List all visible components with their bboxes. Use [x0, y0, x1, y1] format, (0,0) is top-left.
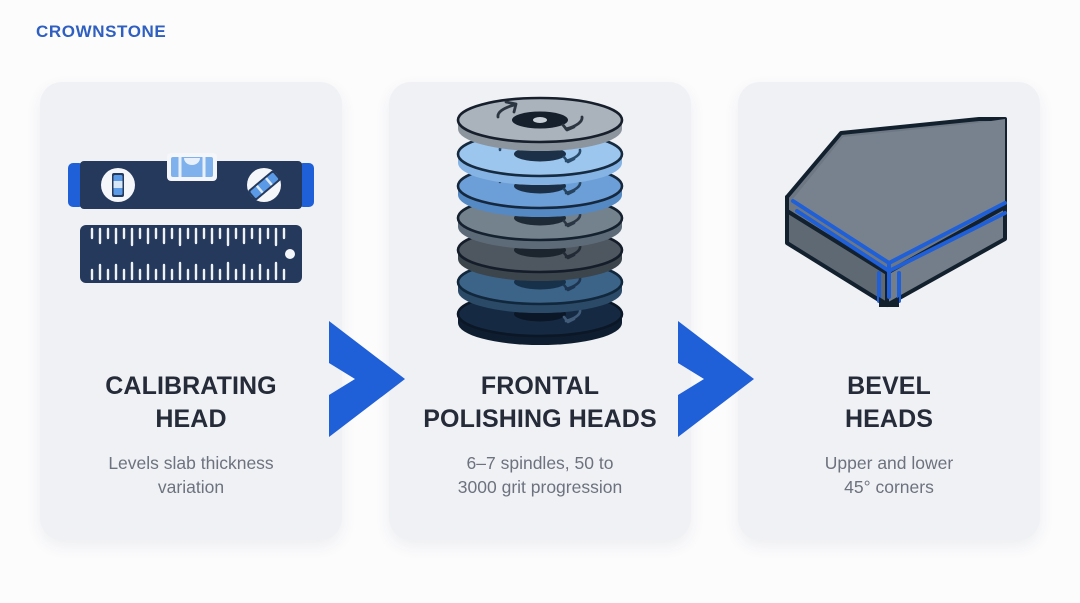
chevron-arrow-2 [674, 319, 758, 439]
bevel-heads-text: BEVEL HEADS Upper and lower 45° corners [748, 370, 1030, 500]
frontal-polishing-heads-illustration [389, 82, 691, 362]
step-card-frontal-polishing-heads: FRONTAL POLISHING HEADS 6–7 spindles, 50… [389, 82, 691, 540]
step-description: Upper and lower 45° corners [824, 452, 954, 498]
chevron-arrow-1 [325, 319, 409, 439]
step-title: CALIBRATING HEAD [105, 372, 277, 434]
calibrating-head-text: CALIBRATING HEAD Levels slab thickness v… [50, 370, 332, 500]
beveled-slab-icon [785, 116, 1007, 307]
step-description: Levels slab thickness variation [108, 452, 274, 498]
frontal-polishing-heads-text: FRONTAL POLISHING HEADS 6–7 spindles, 50… [399, 370, 681, 500]
step-title: FRONTAL POLISHING HEADS [423, 372, 657, 434]
chevron-right-icon [329, 321, 405, 437]
bevel-heads-illustration [738, 82, 1040, 362]
process-flow: CALIBRATING HEAD Levels slab thickness v… [0, 82, 1080, 544]
spirit-level-and-ruler-icon [68, 153, 314, 283]
step-description: 6–7 spindles, 50 to 3000 grit progressio… [457, 452, 623, 498]
step-title: BEVEL HEADS [844, 372, 933, 434]
step-card-calibrating-head: CALIBRATING HEAD Levels slab thickness v… [40, 82, 342, 540]
polishing-disc-stack-icon [456, 96, 624, 345]
step-card-bevel-heads: BEVEL HEADS Upper and lower 45° corners [738, 82, 1040, 540]
brand-logo: CROWNSTONE [36, 22, 167, 41]
chevron-right-icon [678, 321, 754, 437]
calibrating-head-illustration [40, 82, 342, 362]
